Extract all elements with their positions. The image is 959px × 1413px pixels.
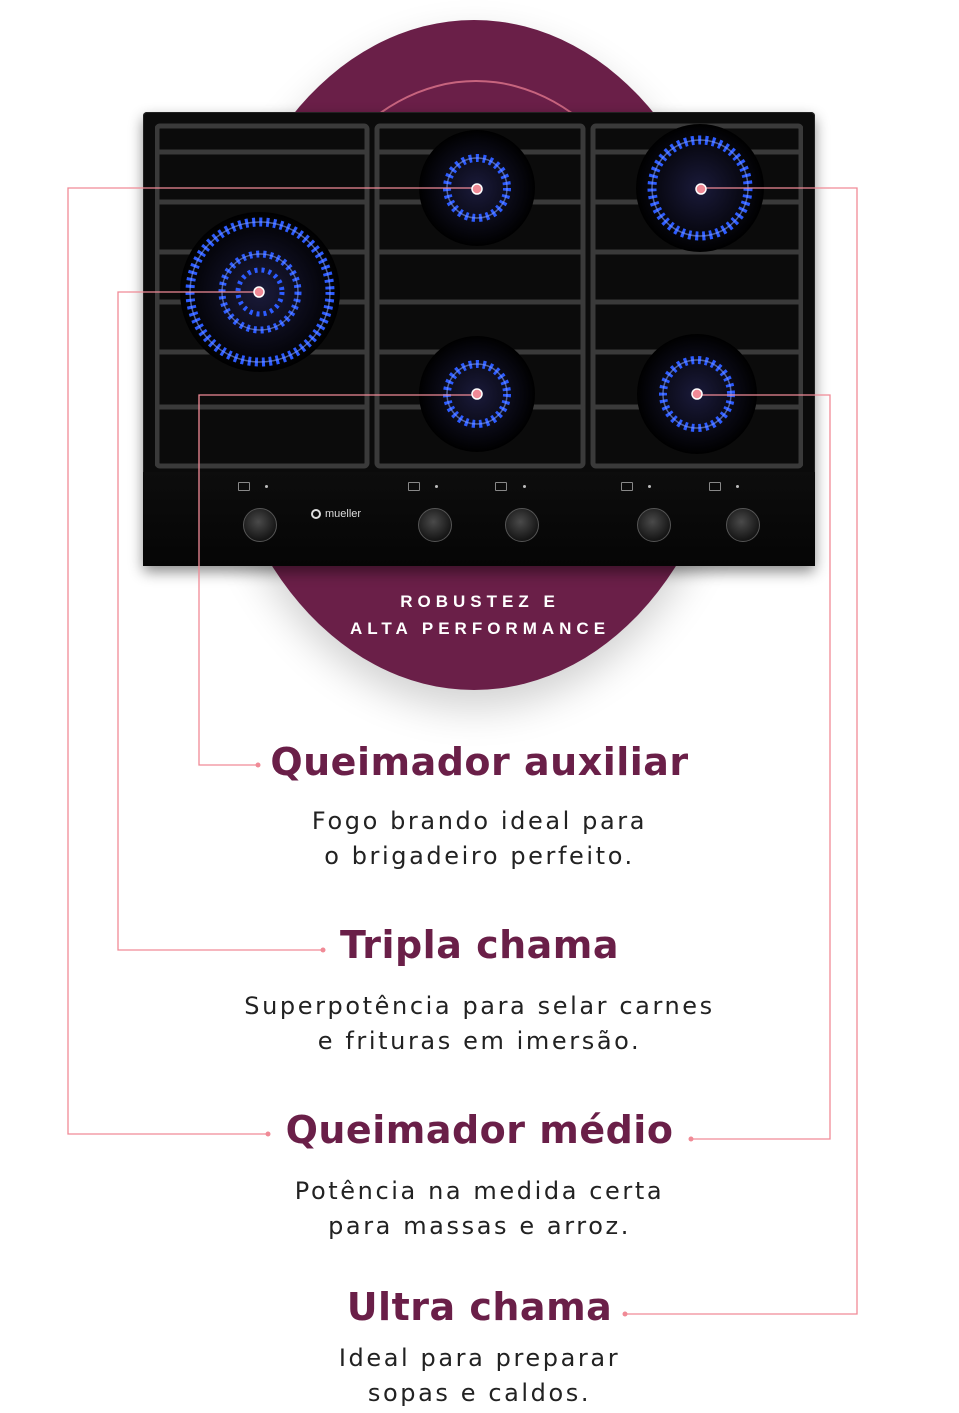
feature-tripla-chama: Tripla chama Superpotência para selar ca… [0,923,959,1059]
knob-center-rear[interactable] [505,508,539,542]
knob-center-front[interactable] [637,508,671,542]
callout-line-queimador-auxiliar [198,394,477,766]
marker-left [253,286,265,298]
description-line: Fogo brando ideal para [311,807,648,835]
indicator-dot [648,485,651,488]
callout-line-queimador-medio-left [67,187,476,1135]
indicator-dot [435,485,438,488]
feature-description: Fogo brando ideal para o brigadeiro perf… [0,804,959,874]
brand-logo: mueller [311,508,361,520]
description-line: Potência na medida certa [294,1177,665,1205]
burner-indicator-icon [495,482,507,491]
cooktop-grates [155,123,803,469]
feature-queimador-auxiliar: Queimador auxiliar Fogo brando ideal par… [0,740,959,874]
knob-rear-left[interactable] [243,508,277,542]
feature-description: Superpotência para selar carnes e fritur… [0,989,959,1059]
description-line: o brigadeiro perfeito. [324,842,635,870]
description-line: Ideal para preparar [338,1344,621,1372]
burner-indicator-icon [408,482,420,491]
indicator-dot [265,485,268,488]
tagline-line-2: ALTA PERFORMANCE [349,619,611,638]
feature-title: Queimador auxiliar [270,740,689,784]
brand-name: mueller [325,508,362,520]
tagline-line-1: ROBUSTEZ E [400,592,560,611]
callout-line-queimador-medio-right [691,394,831,1140]
burner-indicator-icon [621,482,633,491]
callout-line-ultra-chama [625,187,858,1315]
marker-front-center [471,388,483,400]
feature-description: Potência na medida certa para massas e a… [0,1174,959,1244]
feature-ultra-chama: Ultra chama Ideal para preparar sopas e … [0,1285,959,1411]
knob-front-left[interactable] [418,508,452,542]
feature-title: Queimador médio [285,1108,674,1152]
burner-indicator-icon [709,482,721,491]
feature-description: Ideal para preparar sopas e caldos. [0,1341,959,1411]
feature-title: Ultra chama [346,1285,613,1329]
description-line: e frituras em imersão. [317,1027,642,1055]
description-line: Superpotência para selar carnes [244,992,715,1020]
marker-rear-right [695,183,707,195]
tagline: ROBUSTEZ E ALTA PERFORMANCE [300,588,660,642]
feature-queimador-medio: Queimador médio Potência na medida certa… [0,1108,959,1244]
indicator-dot [523,485,526,488]
description-line: sopas e caldos. [367,1379,592,1407]
marker-rear-center [471,183,483,195]
marker-front-right [691,388,703,400]
callout-line-tripla-chama [117,291,323,951]
knob-right[interactable] [726,508,760,542]
indicator-dot [736,485,739,488]
feature-title: Tripla chama [339,923,620,967]
description-line: para massas e arroz. [328,1212,631,1240]
burner-indicator-icon [238,482,250,491]
control-panel: mueller [143,472,815,566]
mueller-logo-icon [311,509,321,519]
